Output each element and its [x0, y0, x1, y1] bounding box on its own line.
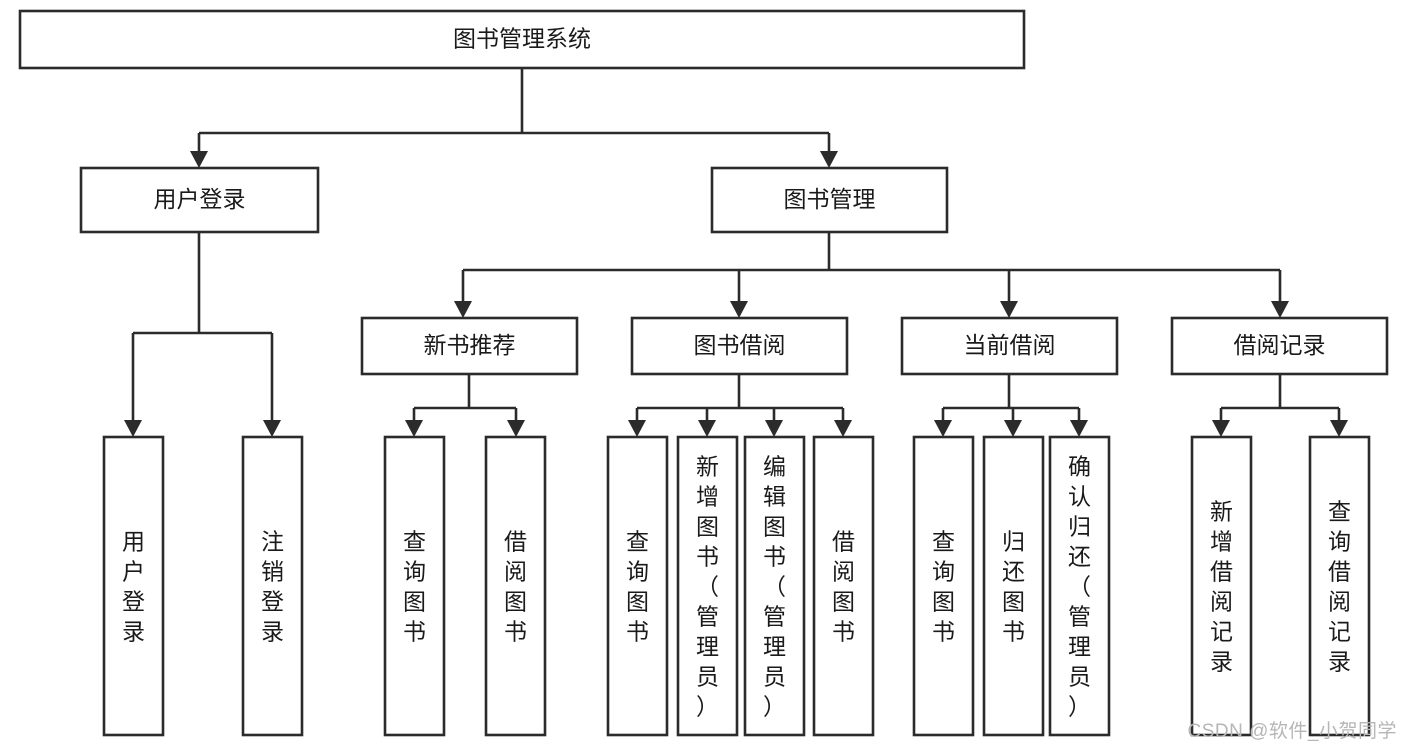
subgroup-3-leaf-0-arrowhead	[1212, 420, 1230, 437]
leaf-node-box[interactable]	[102, 435, 165, 737]
leaf-node-label: 查询借阅记录	[1328, 498, 1351, 674]
leaf-node-2[interactable]: 查询图书	[383, 435, 446, 737]
level3-node-2[interactable]: 当前借阅	[900, 316, 1119, 376]
leaf-node-box[interactable]	[1308, 435, 1371, 737]
level3-node-1[interactable]: 图书借阅	[630, 316, 849, 376]
leaf-node-6[interactable]: 编辑图书（管理员）	[743, 435, 806, 737]
level3-node-box[interactable]	[360, 316, 579, 376]
leaf-node-box[interactable]	[676, 435, 739, 737]
leaf-node-3[interactable]: 借阅图书	[484, 435, 547, 737]
manage-to-level3-1-arrowhead	[730, 301, 748, 318]
leaf-node-box[interactable]	[606, 435, 669, 737]
level3-node-label: 图书借阅	[694, 332, 786, 358]
manage-to-level3-2-arrowhead	[1000, 301, 1018, 318]
leaf-node-label: 新增借阅记录	[1210, 498, 1233, 674]
leaf-node-box[interactable]	[912, 435, 975, 737]
level3-node-label: 新书推荐	[424, 332, 516, 358]
root-node-0[interactable]: 图书管理系统	[18, 9, 1026, 70]
level3-node-box[interactable]	[1170, 316, 1389, 376]
subgroup-3-leaf-1-arrowhead	[1330, 420, 1348, 437]
subgroup-0-leaf-0-arrowhead	[405, 420, 423, 437]
leaf-node-0[interactable]: 用户登录	[102, 435, 165, 737]
subgroup-2-leaf-2-arrowhead	[1070, 420, 1088, 437]
leaf-node-5[interactable]: 新增图书（管理员）	[676, 435, 739, 737]
level3-node-label: 当前借阅	[964, 332, 1056, 358]
leaf-node-label: 借阅图书	[504, 528, 527, 644]
leaf-node-box[interactable]	[1190, 435, 1253, 737]
leaf-node-label: 归还图书	[1002, 528, 1025, 644]
level3-node-box[interactable]	[900, 316, 1119, 376]
level2-node-1[interactable]: 图书管理	[710, 166, 949, 234]
leaf-node-10[interactable]: 确认归还（管理员）	[1048, 435, 1111, 737]
leaf-node-label: 确认归还（管理员）	[1068, 453, 1091, 719]
leaf-node-label: 借阅图书	[832, 528, 855, 644]
leaf-node-box[interactable]	[383, 435, 446, 737]
leaf-node-label: 查询图书	[403, 528, 426, 644]
subgroup-2-leaf-1-arrowhead	[1004, 420, 1022, 437]
leaf-node-box[interactable]	[812, 435, 875, 737]
subgroup-1-leaf-2-arrowhead	[765, 420, 783, 437]
leaf-node-box[interactable]	[484, 435, 547, 737]
subgroup-2-leaf-0-arrowhead	[934, 420, 952, 437]
level2-node-0[interactable]: 用户登录	[79, 166, 320, 234]
level3-node-label: 借阅记录	[1234, 332, 1326, 358]
leaf-node-12[interactable]: 查询借阅记录	[1308, 435, 1371, 737]
leaf-node-label: 查询图书	[626, 528, 649, 644]
root-to-level2-0-arrowhead	[190, 151, 208, 168]
leaf-node-9[interactable]: 归还图书	[982, 435, 1045, 737]
root-node-box[interactable]	[18, 9, 1026, 70]
leaf-node-label: 新增图书（管理员）	[696, 453, 719, 719]
level2-node-box[interactable]	[79, 166, 320, 234]
leaf-node-11[interactable]: 新增借阅记录	[1190, 435, 1253, 737]
subgroup-1-leaf-1-arrowhead	[698, 420, 716, 437]
leaf-node-label: 用户登录	[122, 528, 145, 644]
leaf-node-label: 编辑图书（管理员）	[763, 453, 786, 719]
subgroup-1-leaf-3-arrowhead	[834, 420, 852, 437]
level3-node-box[interactable]	[630, 316, 849, 376]
login-to-leaf-1-arrowhead	[263, 420, 281, 437]
login-to-leaf-0-arrowhead	[124, 420, 142, 437]
leaf-node-label: 查询图书	[932, 528, 955, 644]
level3-node-0[interactable]: 新书推荐	[360, 316, 579, 376]
leaf-node-box[interactable]	[743, 435, 806, 737]
root-to-level2-1-arrowhead	[820, 151, 838, 168]
connectors-layer	[124, 68, 1348, 437]
leaf-node-label: 注销登录	[261, 528, 284, 644]
level2-node-label: 图书管理	[784, 186, 876, 212]
leaf-node-box[interactable]	[241, 435, 304, 737]
leaf-node-8[interactable]: 查询图书	[912, 435, 975, 737]
leaf-node-7[interactable]: 借阅图书	[812, 435, 875, 737]
nodes-layer: 图书管理系统用户登录图书管理新书推荐图书借阅当前借阅借阅记录用户登录注销登录查询…	[18, 9, 1389, 737]
leaf-node-1[interactable]: 注销登录	[241, 435, 304, 737]
leaf-node-4[interactable]: 查询图书	[606, 435, 669, 737]
root-node-label: 图书管理系统	[453, 26, 591, 52]
manage-to-level3-0-arrowhead	[454, 301, 472, 318]
leaf-node-box[interactable]	[982, 435, 1045, 737]
level2-node-box[interactable]	[710, 166, 949, 234]
leaf-node-box[interactable]	[1048, 435, 1111, 737]
level3-node-3[interactable]: 借阅记录	[1170, 316, 1389, 376]
level2-node-label: 用户登录	[154, 186, 246, 212]
manage-to-level3-3-arrowhead	[1271, 301, 1289, 318]
subgroup-0-leaf-1-arrowhead	[507, 420, 525, 437]
subgroup-1-leaf-0-arrowhead	[628, 420, 646, 437]
